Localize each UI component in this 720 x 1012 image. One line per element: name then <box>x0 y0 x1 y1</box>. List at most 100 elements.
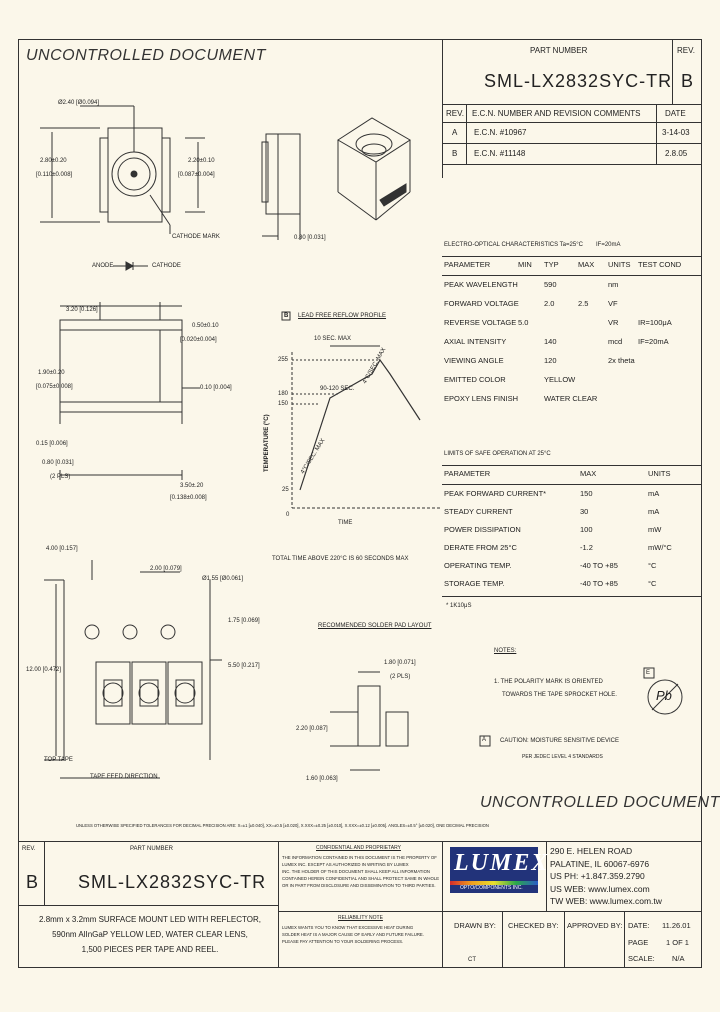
tape-175: 1.75 [0.069] <box>228 618 260 624</box>
eo-cell: IF=20mA <box>638 337 669 346</box>
rev-a-date: 3-14-03 <box>662 128 690 137</box>
reflow-ytick-25: 25 <box>282 487 289 493</box>
eo-cell: EMITTED COLOR <box>444 375 506 384</box>
tape-550: 5.50 [0.217] <box>228 663 260 669</box>
limits-row: OPERATING TEMP.-40 TO +85°C <box>442 557 702 575</box>
rev-b-date: 2.8.05 <box>665 149 688 158</box>
limits-cell: °C <box>648 579 657 588</box>
dim-350b: [0.138±0.008] <box>170 495 207 501</box>
limits-col-0: PARAMETER <box>444 469 491 478</box>
tb-reliability: LUMEX WANTS YOU TO KNOW THAT EXCESSIVE H… <box>282 924 438 945</box>
part-number-label: PART NUMBER <box>530 46 588 55</box>
lumex-logo: LUMEX OPTO/COMPONENTS INC. <box>446 845 547 897</box>
reliability-line: PLEASE PAY ATTENTION TO YOUR SOLDERING P… <box>282 939 404 944</box>
eo-cell: 2.0 <box>544 299 555 308</box>
tb-part: SML-LX2832SYC-TR <box>78 872 267 892</box>
tb-date-label: DATE: <box>628 921 650 930</box>
dim-280b: [0.110±0.008] <box>36 172 73 178</box>
tb-drawn-label: DRAWN BY: <box>454 921 496 930</box>
logo-text: LUMEX <box>454 850 550 876</box>
rev-b-comment: E.C.N. #11148 <box>474 149 526 158</box>
dim-220b: [0.087±0.004] <box>178 172 215 178</box>
eo-cell: FORWARD VOLTAGE <box>444 299 519 308</box>
reflow-chart <box>291 345 440 509</box>
tb-page-label: PAGE <box>628 938 649 947</box>
caution-text: CAUTION: MOISTURE SENSITIVE DEVICE <box>500 738 620 744</box>
cathode-label: CATHODE <box>152 263 181 269</box>
limits-footnote: * 1K10μS <box>446 603 472 609</box>
dim-190: 1.90±0.20 <box>38 370 65 376</box>
dim-220: 2.20±0.10 <box>188 158 215 164</box>
limits-cell: -1.2 <box>580 543 593 552</box>
limits-cell: 30 <box>580 507 589 516</box>
eo-col-5: TEST COND <box>638 260 682 269</box>
limits-cell: STORAGE TEMP. <box>444 579 505 588</box>
rev-col-comment: E.C.N. NUMBER AND REVISION COMMENTS <box>472 109 641 118</box>
tape-200: 2.00 [0.079] <box>150 566 182 572</box>
eo-cell: VR <box>608 318 619 327</box>
eo-cell: VF <box>608 299 618 308</box>
dim-010: 0.10 [0.004] <box>200 385 232 391</box>
tolerance-note: UNLESS OTHERWISE SPECIFIED TOLERANCES FO… <box>76 823 489 828</box>
limits-col-2: UNITS <box>648 469 671 478</box>
limits-cell: OPERATING TEMP. <box>444 561 512 570</box>
confidential-line: OR IN PART FROM DISCLOSURE AND DISSEMINA… <box>282 883 436 888</box>
eo-cell: 2x theta <box>608 356 635 365</box>
description-line: 590nm AlInGaP YELLOW LED, WATER CLEAR LE… <box>52 930 248 939</box>
limits-title: LIMITS OF SAFE OPERATION AT 25°C <box>444 451 551 457</box>
tb-confidential: THE INFORMATION CONTAINED IN THIS DOCUME… <box>282 854 439 889</box>
eo-col-1: MIN <box>518 260 532 269</box>
limits-cell: STEADY CURRENT <box>444 507 513 516</box>
e-marker: E <box>646 670 651 676</box>
limits-cell: °C <box>648 561 657 570</box>
tb-drawn: CT <box>468 957 476 963</box>
rev-a-comment: E.C.N. #10967 <box>474 128 527 137</box>
dim-050: 0.50±0.10 <box>192 323 219 329</box>
eo-cell: 2.5 <box>578 299 589 308</box>
tb-description: 2.8mm x 3.2mm SURFACE MOUNT LED WITH REF… <box>28 912 272 957</box>
reflow-ytick-255: 255 <box>278 357 289 363</box>
dim-080: 0.80 [0.031] <box>294 235 326 241</box>
description-line: 1,500 PIECES PER TAPE AND REEL. <box>81 945 219 954</box>
tb-date: 11.26.01 <box>662 921 691 930</box>
watermark-top: UNCONTROLLED DOCUMENT <box>26 47 266 64</box>
eo-cell: 140 <box>544 337 557 346</box>
tape-feed: TAPE FEED DIRECTION <box>90 774 158 780</box>
rev-a: A <box>452 128 458 137</box>
reflow-10sec: 10 SEC. MAX <box>314 336 352 342</box>
tape-155: Ø1.55 [Ø0.061] <box>202 576 244 582</box>
reflow-window: 90-120 SEC. <box>320 386 355 392</box>
eo-col-0: PARAMETER <box>444 260 491 269</box>
reflow-ytick-180: 180 <box>278 391 289 397</box>
caution-marker: A <box>482 737 487 743</box>
pb-free-icon: Pb <box>656 688 672 703</box>
cathode-mark-label: CATHODE MARK <box>172 234 220 240</box>
eo-cell: YELLOW <box>544 375 576 384</box>
tb-checked-label: CHECKED BY: <box>508 921 559 930</box>
dim-015: 0.15 [0.006] <box>36 441 68 447</box>
solder-pls2: (2 PLS) <box>390 674 411 680</box>
address-line: US PH: +1.847.359.2790 <box>550 871 645 882</box>
eo-col-3: MAX <box>578 260 595 269</box>
limits-cell: mA <box>648 507 660 516</box>
reflow-x0: 0 <box>286 512 290 518</box>
limits-cell: mW/°C <box>648 543 672 552</box>
reflow-note: TOTAL TIME ABOVE 220°C IS 60 SECONDS MAX <box>272 556 409 562</box>
package-drawings <box>40 105 683 779</box>
reliability-line: LUMEX WANTS YOU TO KNOW THAT EXCESSIVE H… <box>282 925 414 930</box>
eo-row: EMITTED COLOR YELLOW <box>442 371 702 389</box>
dim-080b: 0.80 [0.031] <box>42 460 74 466</box>
limits-cell: mW <box>648 525 662 534</box>
description-line: 2.8mm x 3.2mm SURFACE MOUNT LED WITH REF… <box>39 915 261 924</box>
tb-approved-label: APPROVED BY: <box>567 921 623 930</box>
solder-160: 1.60 [0.063] <box>306 776 338 782</box>
limits-cell: mA <box>648 489 660 498</box>
